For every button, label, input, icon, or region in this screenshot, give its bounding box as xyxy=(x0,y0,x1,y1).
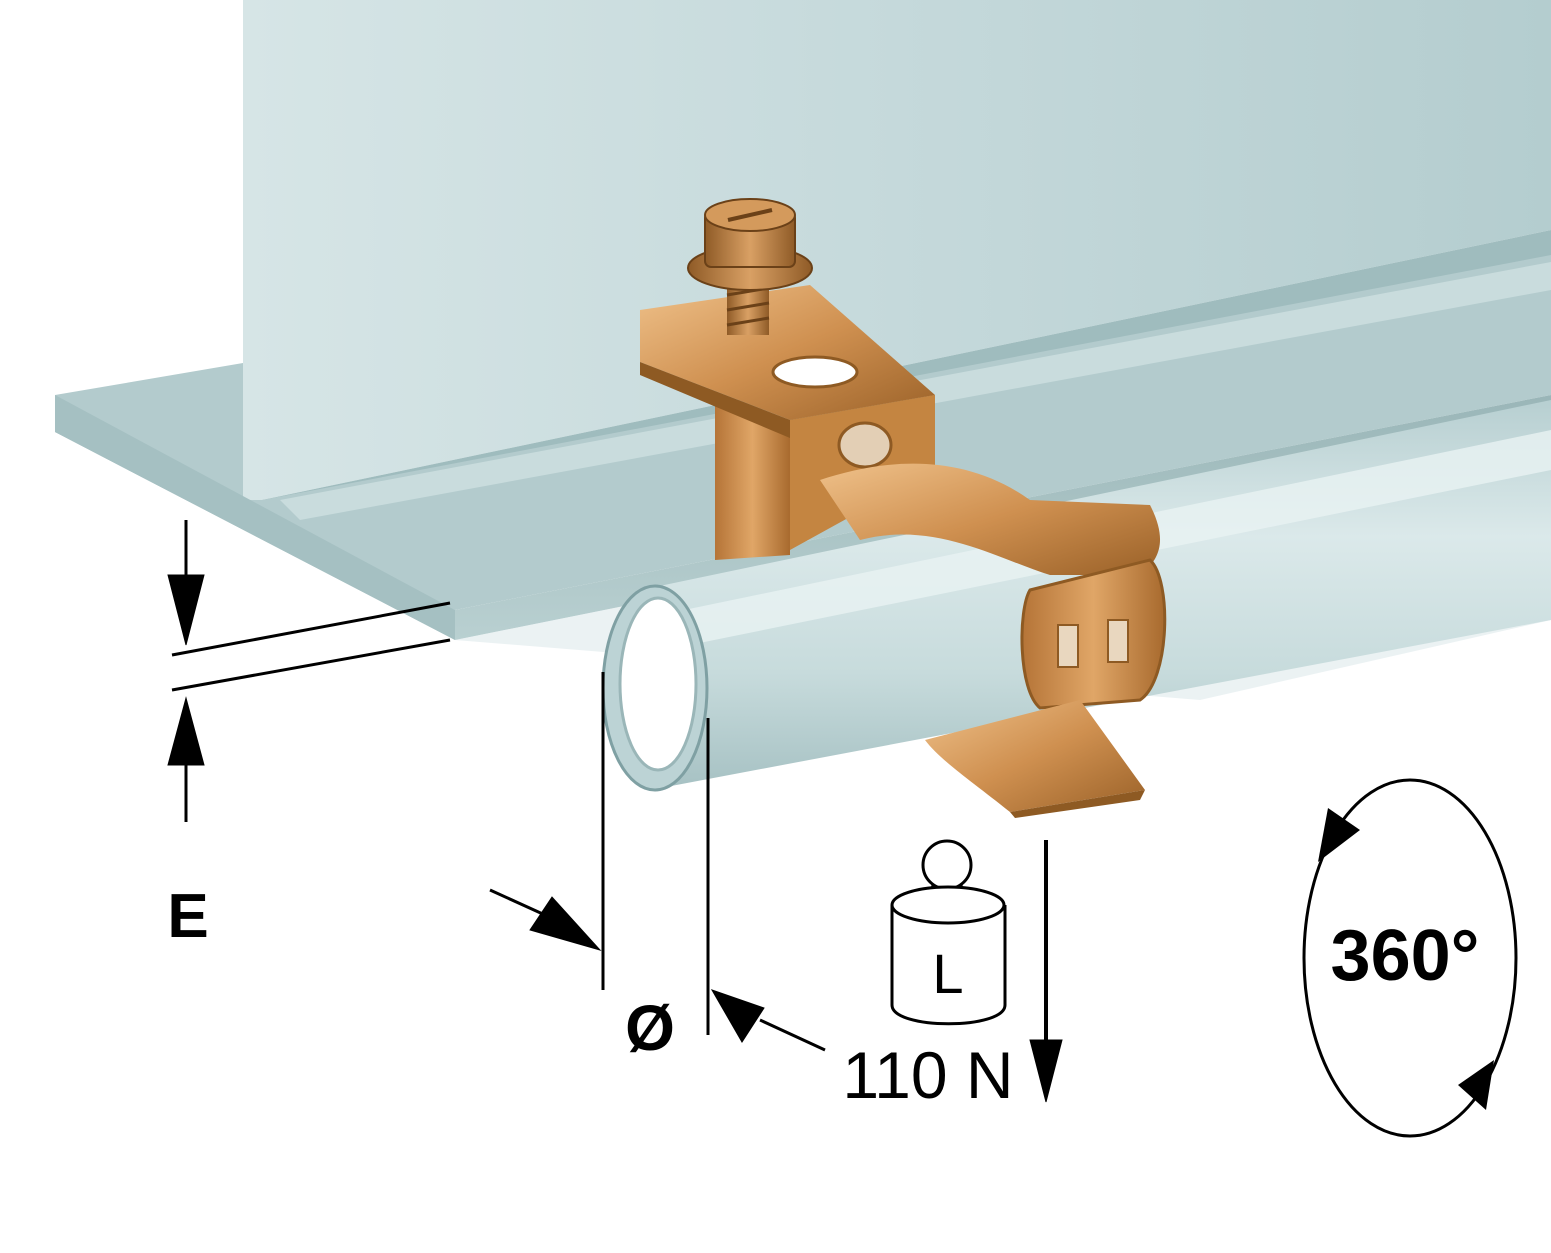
arrow-up-icon xyxy=(167,696,205,766)
pipe-end-inner xyxy=(618,596,698,772)
load-value-label: 110 N xyxy=(842,1038,1013,1112)
beam-flange-end xyxy=(55,395,455,640)
load-symbol-label: L xyxy=(932,942,963,1005)
clip-front-hole xyxy=(837,421,893,469)
clip-lower-hook xyxy=(925,700,1145,812)
clip-front-band xyxy=(1020,558,1167,710)
edge-thickness-label: E xyxy=(167,882,208,951)
screw-slot xyxy=(727,208,773,222)
arrow-right-icon xyxy=(529,896,602,951)
pipe-diameter-dimension xyxy=(489,672,826,1052)
clip-top-tab xyxy=(640,285,935,420)
arrow-left-icon xyxy=(710,989,765,1043)
arrow-down-icon xyxy=(1029,1039,1063,1103)
clip-band-slot-left xyxy=(1057,624,1079,668)
edge-thickness-dimension xyxy=(167,520,451,822)
weight-icon xyxy=(890,839,1007,1026)
beam-pipe-clip xyxy=(640,198,1167,818)
clip-slot-hole xyxy=(771,355,859,389)
clip-spring-arm xyxy=(820,463,1161,575)
pipe-diameter-label: Ø xyxy=(625,992,675,1064)
rotation-label: 360° xyxy=(1331,916,1480,996)
clip-screw xyxy=(687,198,813,335)
clip-lower-hook-edge xyxy=(1010,790,1145,818)
clip-band-slot-right xyxy=(1107,619,1129,663)
clip-back-plate xyxy=(715,395,790,560)
rotation-arrows-icon xyxy=(1302,778,1518,1138)
beam-web xyxy=(243,0,1551,500)
arrow-down-icon xyxy=(167,574,205,646)
load-direction-arrow xyxy=(1029,840,1063,1103)
